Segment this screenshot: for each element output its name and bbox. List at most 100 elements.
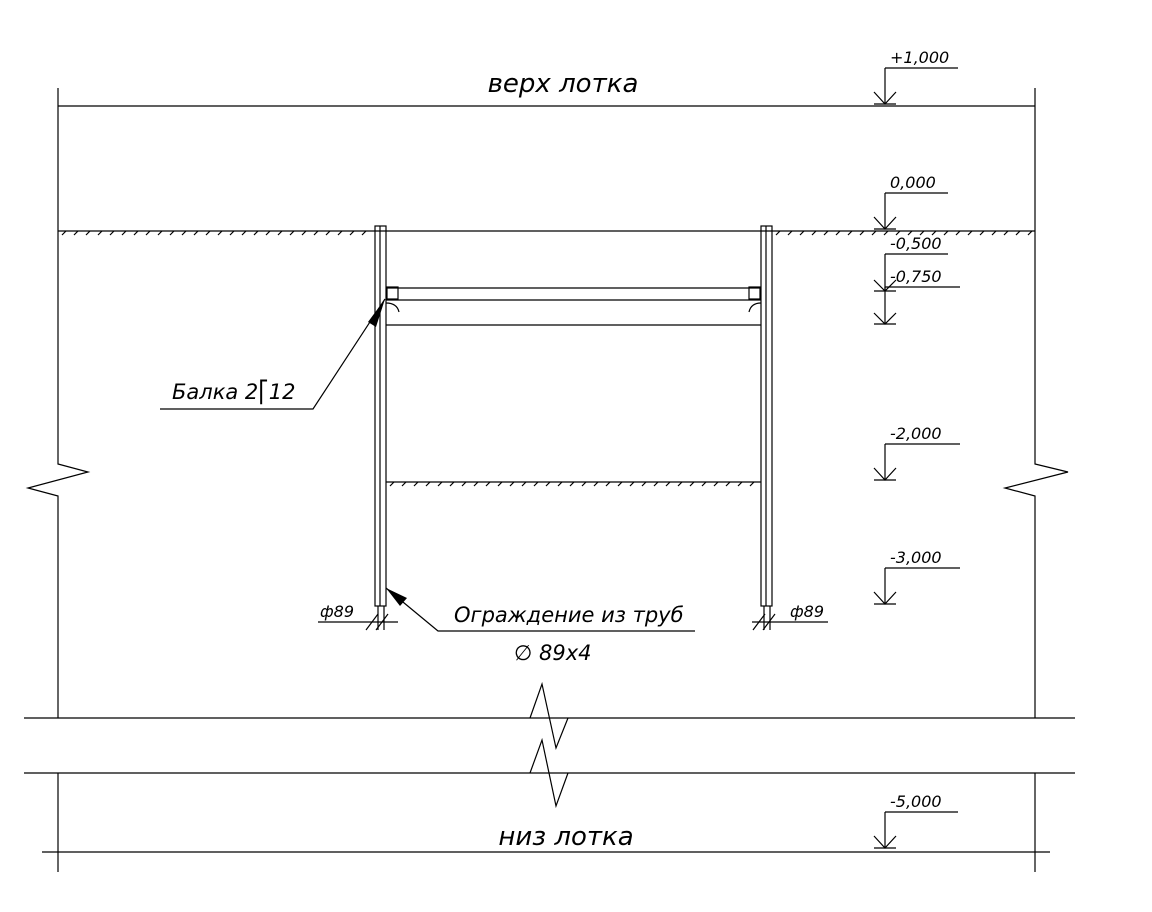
hatch-tick: [859, 230, 865, 236]
elevation-mark-plus-1: [873, 67, 958, 105]
hatch-tick: [461, 481, 467, 487]
hatch-tick: [325, 230, 331, 236]
hatch-tick: [775, 230, 781, 236]
hatch-tick: [169, 230, 175, 236]
hatch-tick: [521, 481, 527, 487]
hatch-tick: [823, 230, 829, 236]
bottom-label: низ лотка: [498, 822, 633, 852]
hatch-tick: [97, 230, 103, 236]
hatch-tick: [871, 230, 877, 236]
hatch-tick: [1003, 230, 1009, 236]
hatch-tick: [811, 230, 817, 236]
hatch-tick: [217, 230, 223, 236]
beam-leader: [160, 298, 386, 410]
beam: [385, 286, 762, 326]
fence-label: Ограждение из труб: [454, 603, 684, 627]
hatch-tick: [157, 230, 163, 236]
hatch-tick: [847, 230, 853, 236]
hatch-tick: [349, 230, 355, 236]
hatch-tick: [605, 481, 611, 487]
hatch-tick: [109, 230, 115, 236]
elevation-mark-minus-5: [873, 811, 958, 849]
hatch-tick: [301, 230, 307, 236]
hatch-tick: [835, 230, 841, 236]
hatch-tick: [253, 230, 259, 236]
ground-line: [58, 230, 1035, 236]
hatch-tick: [931, 230, 937, 236]
hatch-tick: [799, 230, 805, 236]
hatch-tick: [121, 230, 127, 236]
pipe-bottom-ticks: [318, 606, 828, 631]
pipe-diameter-left: ф89: [320, 602, 354, 621]
hatch-tick: [193, 230, 199, 236]
hatch-tick: [737, 481, 743, 487]
hatch-tick: [289, 230, 295, 236]
hatch-tick: [991, 230, 997, 236]
hatch-tick: [653, 481, 659, 487]
hatch-tick: [967, 230, 973, 236]
hatch-tick: [1027, 230, 1033, 236]
hatch-tick: [313, 230, 319, 236]
hatch-tick: [593, 481, 599, 487]
hatch-tick: [145, 230, 151, 236]
hatch-tick: [725, 481, 731, 487]
hatch-tick: [895, 230, 901, 236]
hatch-tick: [205, 230, 211, 236]
hatch-tick: [437, 481, 443, 487]
hatch-tick: [133, 230, 139, 236]
right-pipe-post: [760, 225, 773, 607]
hatch-tick: [545, 481, 551, 487]
hatch-tick: [61, 230, 67, 236]
hatch-tick: [689, 481, 695, 487]
hatch-tick: [665, 481, 671, 487]
hatch-tick: [617, 481, 623, 487]
hatch-tick: [581, 481, 587, 487]
hatch-tick: [677, 481, 683, 487]
hatch-tick: [713, 481, 719, 487]
hatch-tick: [389, 481, 395, 487]
hatch-tick: [569, 481, 575, 487]
fence-leader: [385, 587, 695, 632]
hatch-tick: [749, 481, 755, 487]
hatch-tick: [497, 481, 503, 487]
hatch-tick: [85, 230, 91, 236]
elevation-label-minus-0-5: -0,500: [890, 234, 942, 253]
hatch-tick: [449, 481, 455, 487]
hatch-tick: [425, 481, 431, 487]
hatch-tick: [907, 230, 913, 236]
hatch-tick: [955, 230, 961, 236]
trench-outline: [24, 88, 1075, 872]
hatch-tick: [787, 230, 793, 236]
elevation-label-0: 0,000: [890, 173, 936, 192]
hatch-tick: [181, 230, 187, 236]
hatch-tick: [401, 481, 407, 487]
left-pipe-post: [374, 225, 387, 607]
hatch-tick: [361, 230, 367, 236]
hatch-tick: [73, 230, 79, 236]
elevation-mark-0: [873, 192, 948, 230]
hatch-tick: [979, 230, 985, 236]
hatch-tick: [337, 230, 343, 236]
hatch-tick: [241, 230, 247, 236]
hatch-tick: [701, 481, 707, 487]
elevation-mark-minus-0-75: [873, 286, 960, 325]
elevation-label-minus-3: -3,000: [890, 548, 942, 567]
hatch-tick: [485, 481, 491, 487]
elevation-label-plus-1: +1,000: [890, 48, 949, 67]
elevation-label-minus-5: -5,000: [890, 792, 942, 811]
hatch-tick: [229, 230, 235, 236]
hatch-tick: [883, 230, 889, 236]
beam-label: Балка 2⎡12: [172, 379, 296, 405]
hatch-tick: [509, 481, 515, 487]
hatch-tick: [265, 230, 271, 236]
elevation-markers: [873, 67, 960, 849]
hatch-tick: [641, 481, 647, 487]
pipe-diameter-right: ф89: [790, 602, 824, 621]
elevation-mark-minus-2: [873, 443, 960, 481]
level-line-minus-2: [386, 481, 761, 487]
hatch-tick: [533, 481, 539, 487]
hatch-tick: [413, 481, 419, 487]
top-label: верх лотка: [488, 69, 639, 99]
fence-size-label: ∅ 89х4: [514, 641, 591, 665]
